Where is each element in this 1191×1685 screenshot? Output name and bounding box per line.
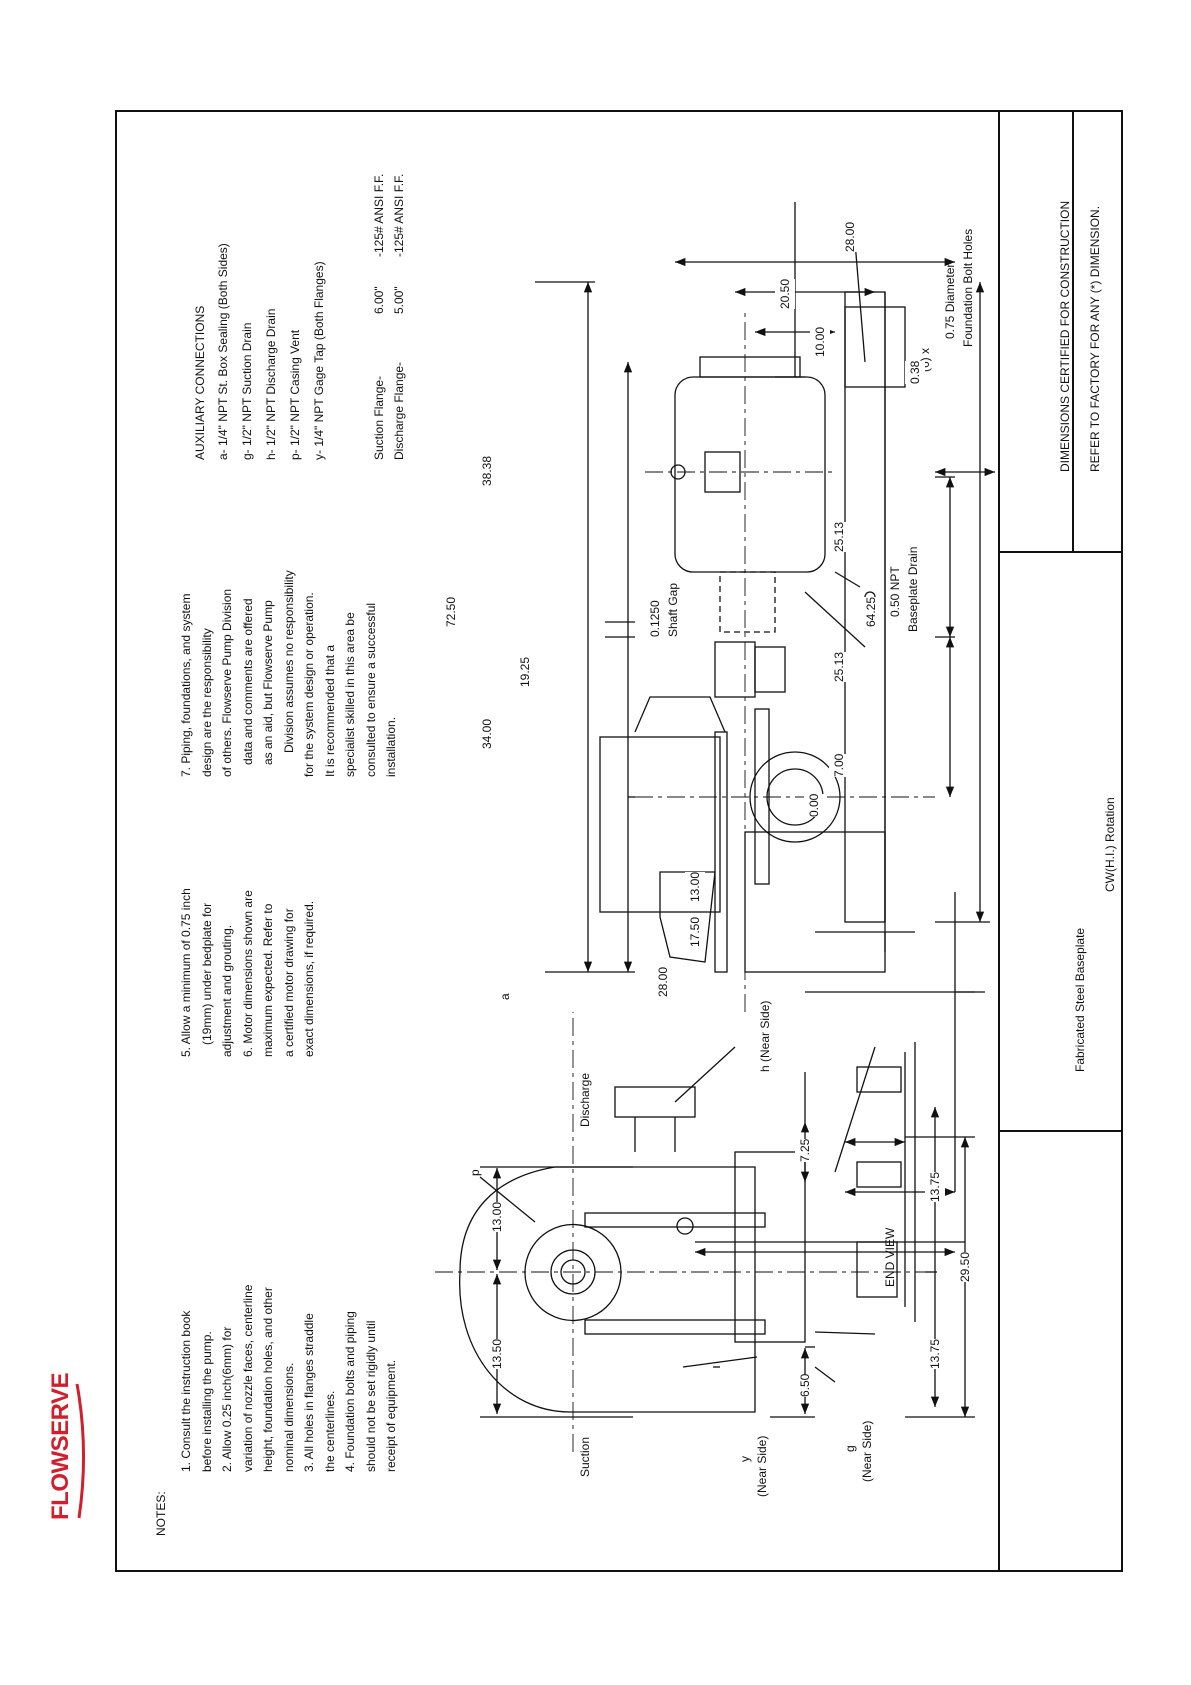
end-view-pump <box>459 1042 916 1413</box>
dim-25-13-a: 25.13 <box>829 651 849 682</box>
titleblock-divider <box>1072 110 1074 553</box>
dim-7-25: 7.25 <box>795 1138 815 1162</box>
label-g-side: (Near Side) <box>860 1420 874 1482</box>
side-view-centerlines <box>635 312 935 1012</box>
label-drain: Baseplate Drain <box>906 546 920 632</box>
label-bolt-diameter: 0.75 Diameter <box>943 263 957 339</box>
dim-13-00-side: 13.00 <box>685 871 705 902</box>
drawing-border <box>115 110 1123 1572</box>
label-rotation: CW(H.I.) Rotation <box>1103 797 1117 892</box>
dim-28-00-right: 28.00 <box>840 221 860 252</box>
dim-38-38: 38.38 <box>477 455 497 486</box>
dim-7-00: 7.00 <box>829 753 849 777</box>
side-view-dims <box>535 202 990 1243</box>
dim-10-00: 10.00 <box>810 326 830 357</box>
end-view-title: END VIEW <box>883 1227 897 1287</box>
label-suction: Suction <box>578 1436 592 1477</box>
certification-line1: DIMENSIONS CERTIFIED FOR CONSTRUCTION <box>1058 200 1072 472</box>
label-baseplate: Fabricated Steel Baseplate <box>1073 927 1087 1072</box>
dim-13-75-a: 13.75 <box>925 1338 945 1369</box>
end-view-centerlines <box>435 1012 935 1452</box>
dim-13-50: 13.50 <box>487 1338 507 1369</box>
dim-19-25: 19.25 <box>515 656 535 687</box>
dim-28-00-left: 28.00 <box>653 966 673 997</box>
label-h: h (Near Side) <box>758 1000 772 1072</box>
titleblock-divider <box>998 551 1123 553</box>
dim-0-38: 0.38 <box>905 360 925 384</box>
dim-64-25: 64.25 <box>861 596 881 627</box>
label-discharge: Discharge <box>578 1072 592 1127</box>
dim-13-00-end: 13.00 <box>487 1201 507 1232</box>
label-drain-value: 0.50 NPT <box>888 566 902 617</box>
dim-20-50: 20.50 <box>775 278 795 309</box>
label-p: p <box>468 1169 482 1176</box>
titleblock-divider <box>998 1130 1123 1132</box>
dim-13-75-b: 13.75 <box>925 1171 945 1202</box>
drawing-geometry <box>435 202 995 1452</box>
flowserve-logo: FLOWSERVE <box>47 1373 89 1520</box>
label-bolt-holes: Foundation Bolt Holes <box>961 228 975 347</box>
end-view-dims <box>479 1046 975 1418</box>
logo-swoosh-icon <box>75 1383 86 1519</box>
label-y-side: (Near Side) <box>755 1435 769 1497</box>
certification-line2: REFER TO FACTORY FOR ANY (*) DIMENSION. <box>1088 205 1102 472</box>
dim-29-50: 29.50 <box>955 1251 975 1282</box>
logo-text: FLOWSERVE <box>47 1372 74 1520</box>
dim-25-13-b: 25.13 <box>829 521 849 552</box>
dim-0-00: 0.00 <box>804 793 824 817</box>
dim-17-50: 17.50 <box>685 916 705 947</box>
dim-34-00: 34.00 <box>477 718 497 749</box>
label-shaft-gap-value: 0.1250 <box>648 600 662 637</box>
dim-72-50: 72.50 <box>441 596 461 627</box>
label-a: a <box>498 993 512 1000</box>
dim-6-50: 6.50 <box>795 1373 815 1397</box>
titleblock-divider <box>998 110 1000 1572</box>
landscape-drawing: NOTES: 1. Consult the instruction book b… <box>115 110 1123 1572</box>
label-shaft-gap: Shaft Gap <box>666 582 680 637</box>
